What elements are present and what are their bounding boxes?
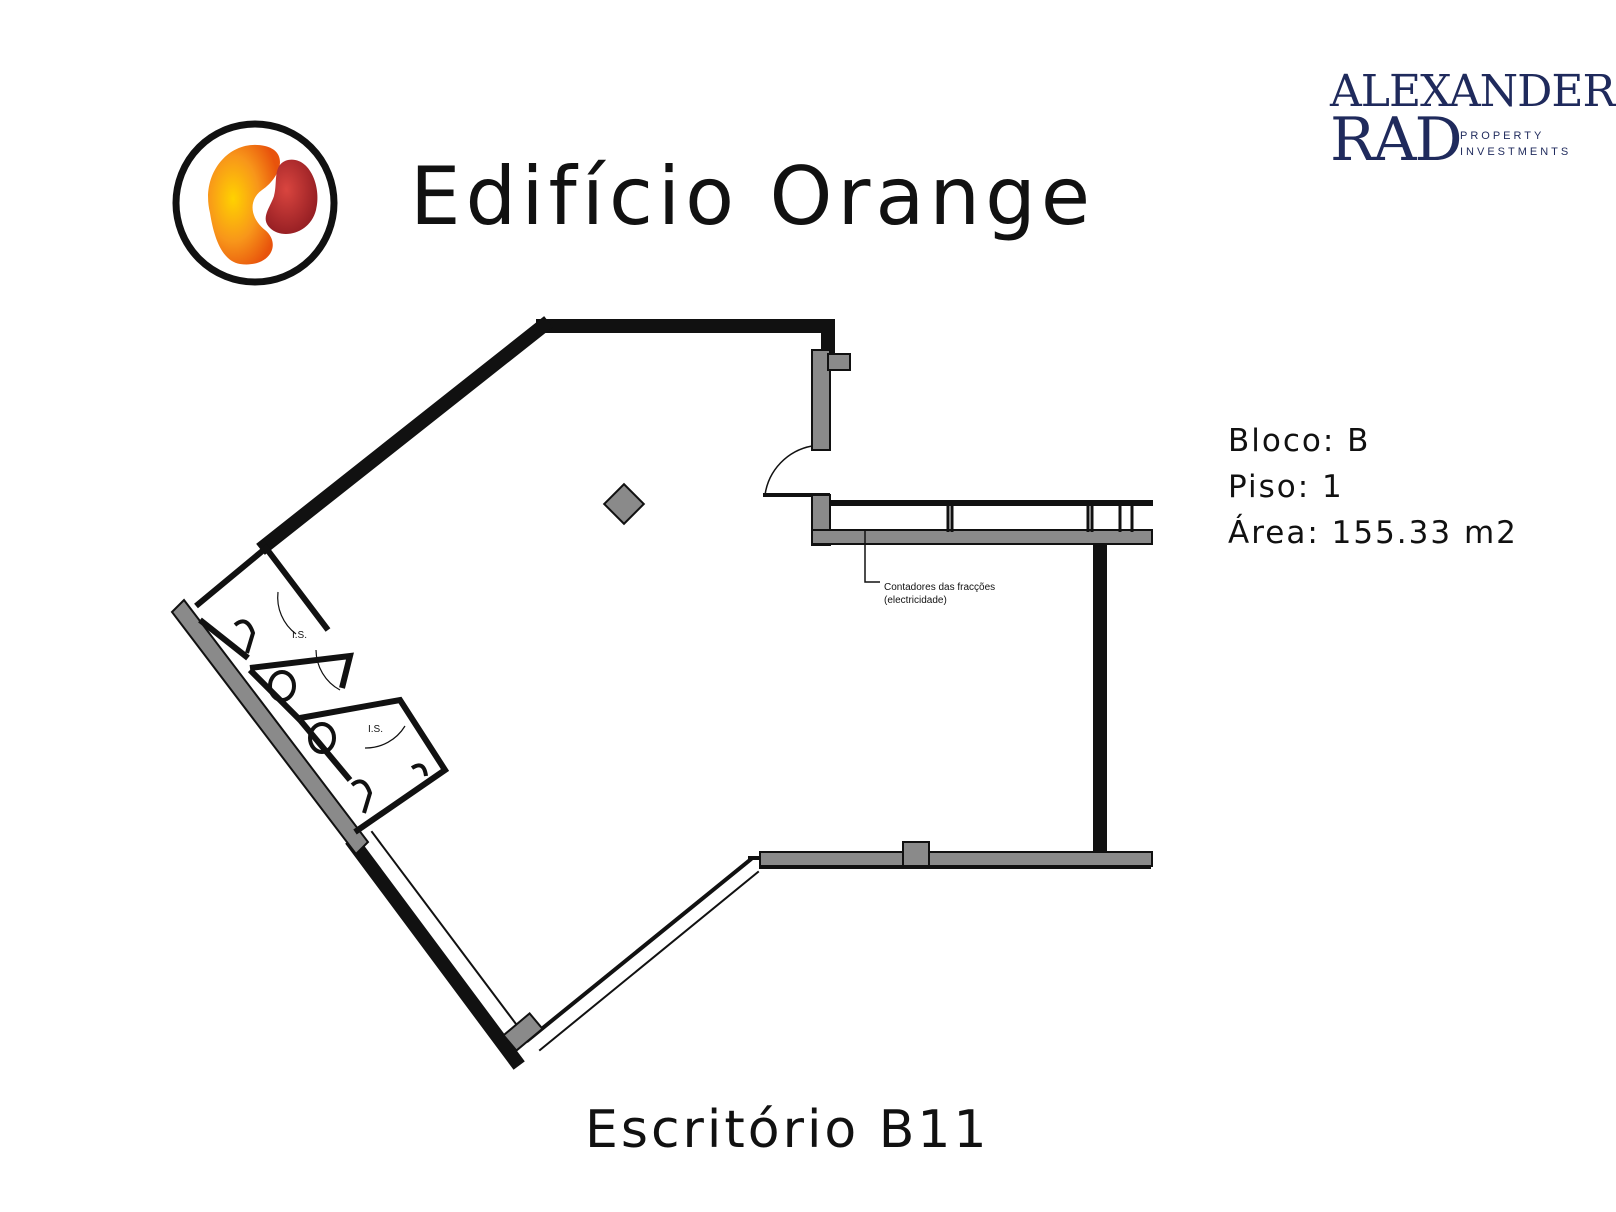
plan-note-line2: (electricidade) bbox=[884, 595, 947, 606]
unit-caption: Escritório B11 bbox=[585, 1100, 990, 1160]
brand-logo: ALEXANDER RAD PROPERTY INVESTMENTS bbox=[1330, 70, 1616, 175]
info-bloco: Bloco: B bbox=[1228, 423, 1371, 459]
brand-line2: RAD bbox=[1330, 105, 1463, 175]
brand-sub1: PROPERTY bbox=[1460, 130, 1545, 142]
plan-wc-block: I.S. I.S. bbox=[170, 543, 450, 856]
plan-corridor-mullions bbox=[946, 503, 1134, 532]
wc-label-1: I.S. bbox=[292, 630, 307, 641]
plan-walls bbox=[256, 316, 1153, 1070]
unit-info: Bloco: B Piso: 1 Área: 155.33 m2 bbox=[1228, 418, 1518, 556]
plan-grey-walls bbox=[502, 349, 1153, 1052]
plan-note-leader bbox=[864, 530, 880, 583]
info-piso: Piso: 1 bbox=[1228, 469, 1344, 505]
wc-label-2: I.S. bbox=[368, 724, 383, 735]
page-title: Edifício Orange bbox=[410, 150, 1096, 243]
floor-plan: I.S. I.S. Contadores das fracções (elect… bbox=[170, 316, 1153, 1070]
plan-door-swing bbox=[764, 445, 813, 496]
brand-subtitle: PROPERTY INVESTMENTS bbox=[1460, 128, 1571, 160]
info-area: Área: 155.33 m2 bbox=[1228, 515, 1518, 551]
plan-note-line1: Contadores das fracções bbox=[884, 582, 995, 593]
orange-drop-logo-icon bbox=[172, 120, 338, 286]
brand-sub2: INVESTMENTS bbox=[1460, 146, 1572, 158]
brand-line1: ALEXANDER bbox=[1330, 66, 1616, 117]
